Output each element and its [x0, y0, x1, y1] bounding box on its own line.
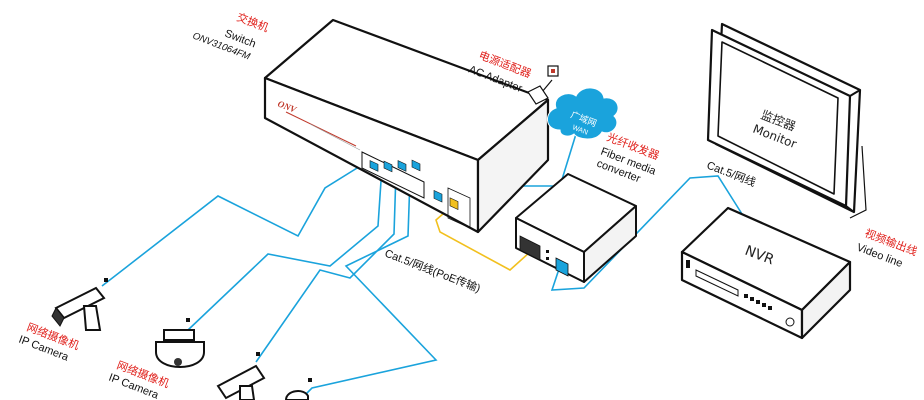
- converter-sfp: [519, 235, 541, 261]
- ip-camera-1: [51, 278, 108, 331]
- switch-port-3[interactable]: [397, 160, 407, 172]
- cloud-shape: [547, 87, 619, 140]
- cable-camera-1: [101, 159, 371, 287]
- nvr-power-button: [785, 317, 795, 327]
- camera-3-tag: [256, 352, 260, 356]
- ip-camera-2: [155, 318, 205, 368]
- switch-front-line: [285, 111, 357, 147]
- cable-fiber: [435, 205, 531, 271]
- nvr-side: [800, 260, 852, 340]
- converter-side: [583, 205, 637, 283]
- switch-sfp-slot: [447, 187, 471, 229]
- switch-port-4[interactable]: [411, 159, 421, 172]
- nvr-button-1: [744, 294, 748, 298]
- camera-2-base: [163, 329, 195, 341]
- switch-front-line-2: [309, 123, 361, 151]
- cable-camera-4: [299, 177, 438, 400]
- ip-camera-3: [216, 352, 266, 400]
- switch-device: ONV: [263, 18, 550, 234]
- nvr-button-5: [768, 306, 772, 310]
- camera-1-mount: [82, 305, 102, 331]
- switch-port-block: [361, 151, 425, 199]
- converter-rj45[interactable]: [555, 257, 569, 277]
- nvr-button-4: [762, 303, 766, 307]
- nvr-button-2: [750, 297, 754, 301]
- cable-video: [849, 145, 867, 219]
- ac-adapter-body: [527, 85, 549, 105]
- switch-label-cn: 交换机: [235, 10, 271, 35]
- camera-2-lens: [174, 358, 182, 366]
- camera-4-dome: [284, 390, 309, 400]
- camera-2-tag: [186, 318, 190, 322]
- switch-port-panel: [361, 151, 425, 199]
- monitor-device: [706, 22, 862, 214]
- ac-adapter-plug-inner: [551, 69, 555, 73]
- nvr-button-3: [756, 300, 760, 304]
- nvr-usb: [686, 260, 690, 268]
- cable-camera-3: [255, 171, 397, 363]
- cable-adapter-plug: [541, 79, 553, 93]
- switch-port-1[interactable]: [369, 160, 379, 172]
- monitor-edge: [849, 89, 861, 97]
- cat5-nvr-label: Cat.5/网线: [705, 158, 758, 189]
- switch-uplink-port[interactable]: [433, 189, 443, 203]
- monitor-edge-b: [845, 205, 855, 213]
- converter-led-2: [546, 257, 549, 260]
- wan-cloud: 广域网 WAN: [547, 87, 619, 140]
- camera-3-body: [216, 364, 266, 400]
- fiber-converter-device: [515, 173, 637, 283]
- ip-camera-4: [284, 378, 312, 400]
- camera-1-lens: [51, 307, 65, 327]
- camera-1-tag: [104, 278, 108, 282]
- nvr-device: [680, 206, 852, 340]
- camera-3-mount: [239, 385, 256, 400]
- camera-2-dome: [155, 341, 205, 368]
- switch-sfp-port[interactable]: [449, 197, 459, 211]
- monitor-screen: [717, 41, 839, 195]
- converter-led-1: [546, 250, 549, 253]
- nvr-drive-bay: [695, 269, 739, 297]
- switch-side: [476, 98, 550, 234]
- ac-adapter-device: [527, 65, 559, 105]
- switch-port-2[interactable]: [383, 160, 393, 173]
- cable-camera-2: [187, 165, 383, 331]
- camera-4-tag: [308, 378, 312, 382]
- cat5-poe-label: Cat.5/网线(PoE传输): [383, 246, 483, 295]
